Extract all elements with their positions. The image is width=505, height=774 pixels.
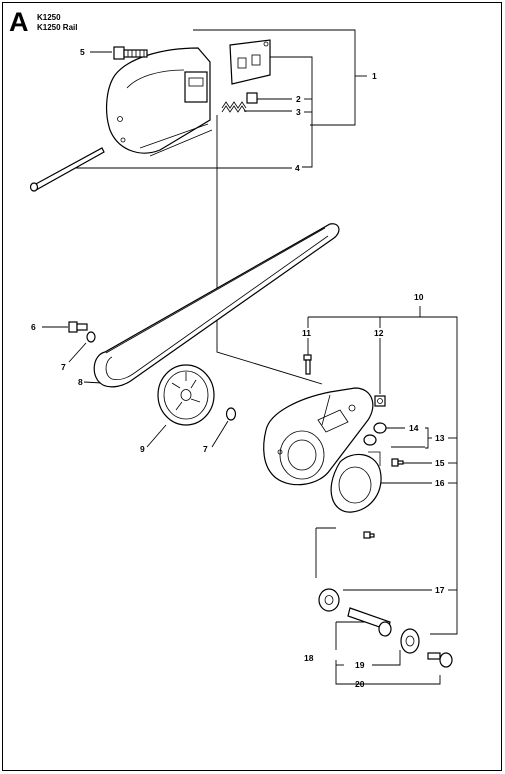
- model-name-2: K1250 Rail: [37, 23, 78, 32]
- section-letter: A: [9, 7, 29, 37]
- tension-spring: [221, 101, 247, 113]
- bearing-17: [318, 588, 340, 612]
- washer-7b: [225, 407, 237, 421]
- pulley-9: [157, 364, 215, 426]
- spring-block: [246, 92, 258, 104]
- belt-guard-cover: [105, 39, 271, 157]
- callout-18: 18: [304, 653, 314, 663]
- callout-4: 4: [295, 163, 300, 173]
- callout-19: 19: [355, 660, 365, 670]
- callout-numbers: 1 2 3 4 5 6 7 8 9 7 10 11 12 13 14 15 16…: [31, 47, 445, 689]
- callout-6: 6: [31, 322, 36, 332]
- callout-3: 3: [296, 107, 301, 117]
- callout-1: 1: [372, 71, 377, 81]
- long-rod-4: [29, 147, 105, 192]
- callout-5: 5: [80, 47, 85, 57]
- callout-13: 13: [435, 433, 445, 443]
- leader-lines: [42, 29, 458, 685]
- callout-20: 20: [355, 679, 365, 689]
- nut-12: [374, 395, 386, 407]
- model-name-1: K1250: [37, 13, 61, 22]
- callout-8: 8: [78, 377, 83, 387]
- callout-14: 14: [409, 423, 419, 433]
- callout-10: 10: [414, 292, 424, 302]
- callout-12: 12: [374, 328, 384, 338]
- cover-ring-16: [330, 451, 382, 513]
- callout-15: 15: [435, 458, 445, 468]
- callout-7b: 7: [203, 444, 208, 454]
- screw-16b: [363, 531, 375, 539]
- callout-11: 11: [302, 328, 311, 338]
- callout-9: 9: [140, 444, 145, 454]
- callout-17: 17: [435, 585, 445, 595]
- callout-2: 2: [296, 94, 301, 104]
- bolt-18: [427, 652, 453, 668]
- washer-7a: [86, 331, 96, 343]
- callout-7a: 7: [61, 362, 66, 372]
- drive-belt: [93, 223, 340, 388]
- model-list: K1250 K1250 Rail: [37, 13, 77, 33]
- bolt-6: [68, 321, 88, 333]
- tensioner-housing: [263, 387, 374, 486]
- screw-11: [303, 354, 312, 375]
- shaft-19: [347, 607, 392, 637]
- bearing-20: [400, 628, 420, 654]
- nuts-14: [363, 422, 387, 446]
- bolt-5: [113, 46, 148, 60]
- screw-15: [391, 458, 404, 467]
- callout-16: 16: [435, 478, 445, 488]
